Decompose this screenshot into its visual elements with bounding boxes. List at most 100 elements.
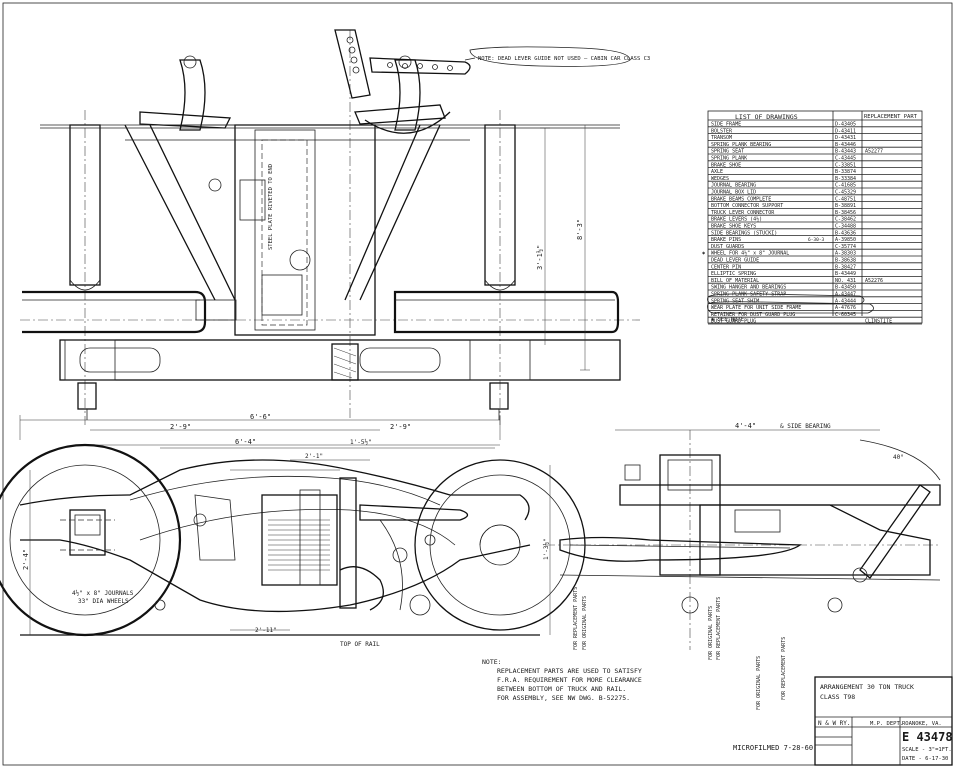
table-header-left: LIST OF DRAWINGS: [735, 113, 798, 121]
dim-vert-1: 3'-1½": [536, 245, 544, 270]
table-cell-drawing: D-43405: [835, 122, 856, 128]
dim-top-overall: 6'-6": [250, 413, 271, 421]
table-cell-part: BOLSTER: [711, 128, 733, 134]
city: ROANOKE, VA.: [902, 721, 942, 727]
end-label-3: FOR ORIGINAL PARTS: [708, 606, 714, 660]
dim-vert-3: 2'-4": [22, 549, 30, 570]
replacement-note: NOTE: REPLACEMENT PARTS ARE USED TO SATI…: [482, 658, 642, 702]
table-cell-part: SWING HANGER AND BEARINGS: [711, 285, 786, 291]
dim-bolster-center: 1'-5½": [350, 439, 372, 446]
journals-label: 4½" x 8" JOURNALS: [72, 590, 134, 597]
dim-side-bearing: 4'-4": [735, 422, 756, 430]
table-cell-drawing: C-33851: [835, 162, 856, 168]
table-cell-part: WEAR PLATE FOR UNIT SIDE FRAME: [711, 305, 801, 311]
table-cell-drawing: B-38456: [835, 210, 856, 216]
end-label-6: FOR REPLACEMENT PARTS: [781, 637, 787, 700]
side-bearing-label: & SIDE BEARING: [780, 423, 831, 430]
end-label-1: FOR REPLACEMENT PARTS: [573, 587, 579, 650]
railway-name: N & W RY.: [818, 720, 851, 727]
dead-lever-note: NOTE: DEAD LEVER GUIDE NOT USED — CABIN …: [478, 56, 650, 62]
table-cell-drawing: C-45329: [835, 190, 856, 196]
top-of-rail-label: TOP OF RAIL: [340, 641, 380, 648]
dim-vert-2: 8'-3": [576, 219, 584, 240]
table-cell-drawing: A-39850: [835, 237, 856, 243]
table-cell-replacement: A52277: [865, 149, 883, 155]
department: M.P. DEPT.: [870, 721, 903, 727]
table-cell-drawing: B-43446: [835, 142, 856, 148]
plan-view: STEEL PLATE RIVETED TO END NOTE: DEAD LE…: [20, 29, 650, 425]
table-cell-part: AXLE: [711, 169, 723, 175]
table-footnote: ✱ SEE NOTE: [711, 317, 744, 323]
note-line-1: REPLACEMENT PARTS ARE USED TO SATISFY: [497, 667, 642, 675]
table-cell-part: JOURNAL BEARING: [711, 183, 756, 189]
dim-half-right: 2'-9": [390, 423, 411, 431]
table-header-right: REPLACEMENT PART: [864, 114, 918, 120]
table-cell-part: BRAKE LEVERS (4½): [711, 216, 762, 223]
drawing-scale: SCALE - 3"=1FT.: [902, 747, 952, 753]
table-cell-drawing: C-48751: [835, 196, 856, 202]
table-cell-part: TRUCK LEVER CONNECTOR: [711, 210, 775, 216]
table-cell-drawing: NO. 431: [835, 278, 856, 284]
table-cell-part: CENTER PIN: [711, 264, 741, 270]
table-cell-part: SPRING PLANK BEARING: [711, 142, 771, 148]
table-cell-drawing: B-43449: [835, 271, 856, 277]
note-line-2: F.R.A. REQUIREMENT FOR MORE CLEARANCE: [497, 676, 642, 684]
title-block: ARRANGEMENT 30 TON TRUCK CLASS T98 N & W…: [814, 676, 953, 766]
drawing-number: E 43478: [902, 730, 953, 744]
table-cell-part: BRAKE SHOE: [711, 162, 741, 168]
note-title: NOTE:: [482, 658, 502, 666]
table-cell-extra: 6-30-3: [808, 237, 825, 243]
table-cell-drawing: D-43431: [835, 135, 856, 141]
wheels-label: 33" DIA WHEELS: [78, 598, 129, 605]
table-cell-drawing: B-43450: [835, 285, 856, 291]
note-line-4: FOR ASSEMBLY, SEE NW DWG. B-52275.: [497, 694, 630, 702]
drawing-title-2: CLASS T98: [820, 693, 855, 701]
table-cell-part: DUST GUARDS: [711, 244, 744, 250]
end-label-2: FOR ORIGINAL PARTS: [582, 596, 588, 650]
dim-overall-side: 6'-4": [235, 438, 256, 446]
table-cell-replacement: CLINSTITE: [865, 319, 892, 325]
table-cell-drawing: C-34488: [835, 224, 856, 230]
table-cell-part: WEDGES: [711, 176, 729, 182]
dim-small-1: 2'-1": [305, 453, 323, 460]
table-cell-part: DUST GUARD PLUG: [711, 319, 756, 325]
end-label-4: FOR REPLACEMENT PARTS: [716, 597, 722, 660]
end-elevation: 4'-4" & SIDE BEARING 40° FOR REPLACEMENT…: [543, 422, 941, 710]
plate-label: STEEL PLATE RIVETED TO END: [268, 164, 274, 250]
table-cell-part: JOURNAL BOX LID: [711, 190, 756, 196]
table-cell-drawing: B-33384: [835, 176, 856, 182]
table-cell-part: BRAKE PINS: [711, 237, 741, 243]
list-of-drawings: LIST OF DRAWINGS REPLACEMENT PART SIDE F…: [702, 110, 923, 325]
table-cell-part: BRAKE SHOE KEYS: [711, 224, 756, 230]
dim-half-left: 2'-9": [170, 423, 191, 431]
table-cell-drawing: D-43411: [835, 128, 856, 134]
table-cell-drawing: B-43443: [835, 149, 856, 155]
table-cell-part: BRAKE BEAMS COMPLETE: [711, 196, 771, 202]
table-cell-drawing: A-47676: [835, 305, 856, 311]
table-cell-part: SPRING SEAT SHIM: [711, 298, 759, 304]
end-label-5: FOR ORIGINAL PARTS: [756, 656, 762, 710]
drawing-title-1: ARRANGEMENT 30 TON TRUCK: [820, 683, 914, 691]
table-cell-drawing: C-43445: [835, 156, 856, 162]
side-elevation: TOP OF RAIL 4½: [0, 443, 586, 648]
table-cell-drawing: C-41685: [835, 183, 856, 189]
table-cell-part: SIDE BEARINGS (STUCKI): [711, 230, 777, 236]
dimension-chain: 6'-6" 2'-9" 2'-9" 6'-4" 1'-5½" 2'-1": [19, 413, 501, 471]
table-cell-part: TRANSOM: [711, 135, 732, 141]
table-cell-part: WHEEL FOR 4½" x 8" JOURNAL: [711, 250, 789, 257]
table-cell-drawing: B-38891: [835, 203, 856, 209]
table-cell-part: DEAD LEVER GUIDE: [711, 258, 759, 264]
table-cell-part: SPRING PLANK: [711, 156, 747, 162]
dim-small-2: 2'-11": [255, 627, 277, 634]
table-cell-mark: ✱: [702, 251, 705, 257]
dim-angle: 40°: [893, 454, 904, 461]
table-cell-part: BILL OF MATERIAL: [711, 278, 759, 284]
table-cell-part: RETAINER FOR DUST GUARD PLUG: [711, 312, 795, 318]
table-cell-drawing: C-35774: [835, 244, 856, 250]
table-cell-part: ELLIPTIC SPRING: [711, 271, 756, 277]
microfilmed-stamp: MICROFILMED 7-28-60: [733, 744, 813, 752]
note-line-3: BETWEEN BOTTOM OF TRUCK AND RAIL.: [497, 685, 626, 693]
